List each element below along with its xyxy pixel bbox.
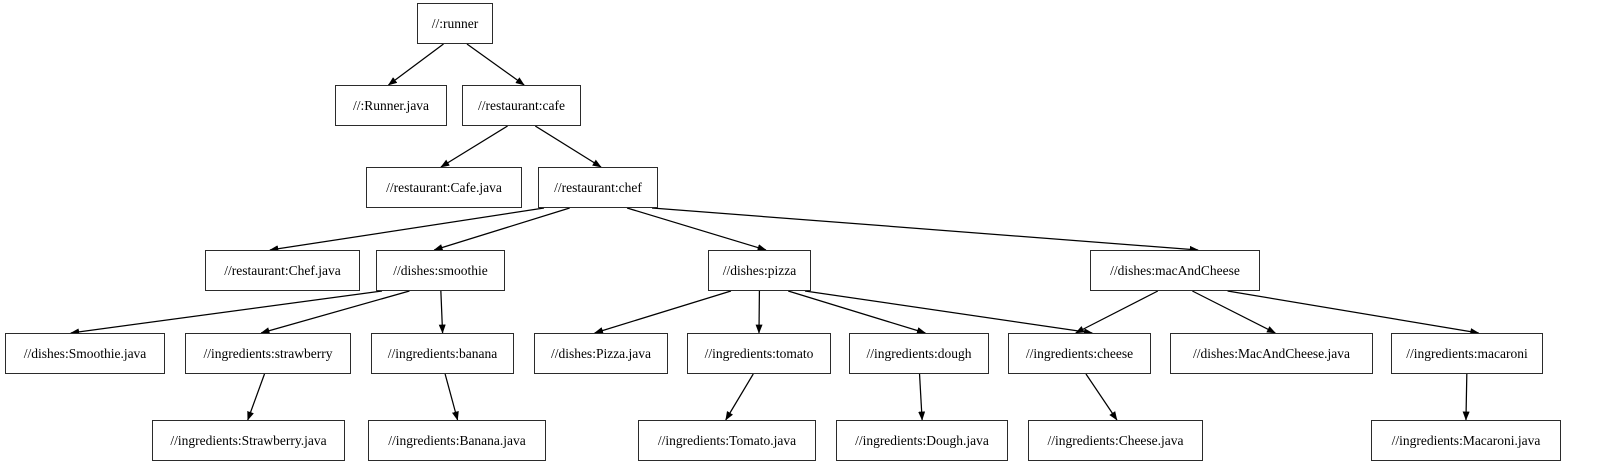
graph-node-label: //dishes:Pizza.java bbox=[550, 345, 652, 361]
graph-node-label: //ingredients:tomato bbox=[704, 345, 814, 361]
graph-node-ing_tomato[interactable]: //ingredients:tomato bbox=[687, 333, 831, 374]
graph-node-label: //dishes:Smoothie.java bbox=[23, 345, 147, 361]
graph-node-ing_macaroni[interactable]: //ingredients:macaroni bbox=[1391, 333, 1543, 374]
graph-node-cafe_java[interactable]: //restaurant:Cafe.java bbox=[366, 167, 522, 208]
graph-node-smoothie_java[interactable]: //dishes:Smoothie.java bbox=[5, 333, 165, 374]
graph-node-label: //ingredients:strawberry bbox=[203, 345, 333, 361]
graph-node-tomato_java[interactable]: //ingredients:Tomato.java bbox=[638, 420, 816, 461]
graph-node-label: //ingredients:Dough.java bbox=[855, 432, 989, 448]
graph-node-ing_cheese[interactable]: //ingredients:cheese bbox=[1008, 333, 1151, 374]
graph-node-label: //:Runner.java bbox=[352, 97, 430, 113]
graph-node-cheese_java[interactable]: //ingredients:Cheese.java bbox=[1028, 420, 1203, 461]
graph-node-label: //dishes:smoothie bbox=[393, 262, 488, 278]
graph-node-label: //dishes:macAndCheese bbox=[1110, 262, 1240, 278]
graph-node-restaurant_chef[interactable]: //restaurant:chef bbox=[538, 167, 658, 208]
graph-node-label: //ingredients:dough bbox=[866, 345, 972, 361]
graph-node-runner_java[interactable]: //:Runner.java bbox=[335, 85, 447, 126]
graph-node-restaurant_cafe[interactable]: //restaurant:cafe bbox=[462, 85, 581, 126]
graph-node-label: //restaurant:Chef.java bbox=[224, 262, 341, 278]
graph-node-label: //ingredients:cheese bbox=[1025, 345, 1134, 361]
graph-node-label: //ingredients:Strawberry.java bbox=[170, 432, 327, 448]
graph-node-macandcheese_java[interactable]: //dishes:MacAndCheese.java bbox=[1170, 333, 1373, 374]
graph-node-label: //dishes:pizza bbox=[722, 262, 797, 278]
graph-node-ing_banana[interactable]: //ingredients:banana bbox=[371, 333, 514, 374]
graph-node-label: //ingredients:Macaroni.java bbox=[1391, 432, 1541, 448]
graph-node-chef_java[interactable]: //restaurant:Chef.java bbox=[205, 250, 360, 291]
graph-node-ing_strawberry[interactable]: //ingredients:strawberry bbox=[185, 333, 351, 374]
graph-node-macaroni_java[interactable]: //ingredients:Macaroni.java bbox=[1371, 420, 1561, 461]
graph-node-label: //restaurant:Cafe.java bbox=[386, 179, 502, 195]
graph-node-dishes_pizza[interactable]: //dishes:pizza bbox=[708, 250, 811, 291]
graph-node-label: //ingredients:Banana.java bbox=[388, 432, 526, 448]
graph-node-label: //ingredients:macaroni bbox=[1406, 345, 1528, 361]
graph-node-banana_java[interactable]: //ingredients:Banana.java bbox=[368, 420, 546, 461]
graph-node-strawberry_java[interactable]: //ingredients:Strawberry.java bbox=[152, 420, 345, 461]
graph-node-label: //ingredients:Cheese.java bbox=[1047, 432, 1184, 448]
graph-node-dishes_macandcheese[interactable]: //dishes:macAndCheese bbox=[1090, 250, 1260, 291]
graph-node-ing_dough[interactable]: //ingredients:dough bbox=[849, 333, 989, 374]
graph-node-label: //ingredients:Tomato.java bbox=[657, 432, 797, 448]
graph-node-label: //ingredients:banana bbox=[387, 345, 498, 361]
graph-node-label: //dishes:MacAndCheese.java bbox=[1192, 345, 1351, 361]
graph-node-runner[interactable]: //:runner bbox=[417, 3, 493, 44]
graph-node-dough_java[interactable]: //ingredients:Dough.java bbox=[836, 420, 1008, 461]
graph-node-pizza_java[interactable]: //dishes:Pizza.java bbox=[534, 333, 668, 374]
graph-node-dishes_smoothie[interactable]: //dishes:smoothie bbox=[376, 250, 505, 291]
graph-node-label: //:runner bbox=[431, 15, 479, 31]
graph-node-label: //restaurant:chef bbox=[554, 179, 642, 195]
graph-node-label: //restaurant:cafe bbox=[478, 97, 565, 113]
